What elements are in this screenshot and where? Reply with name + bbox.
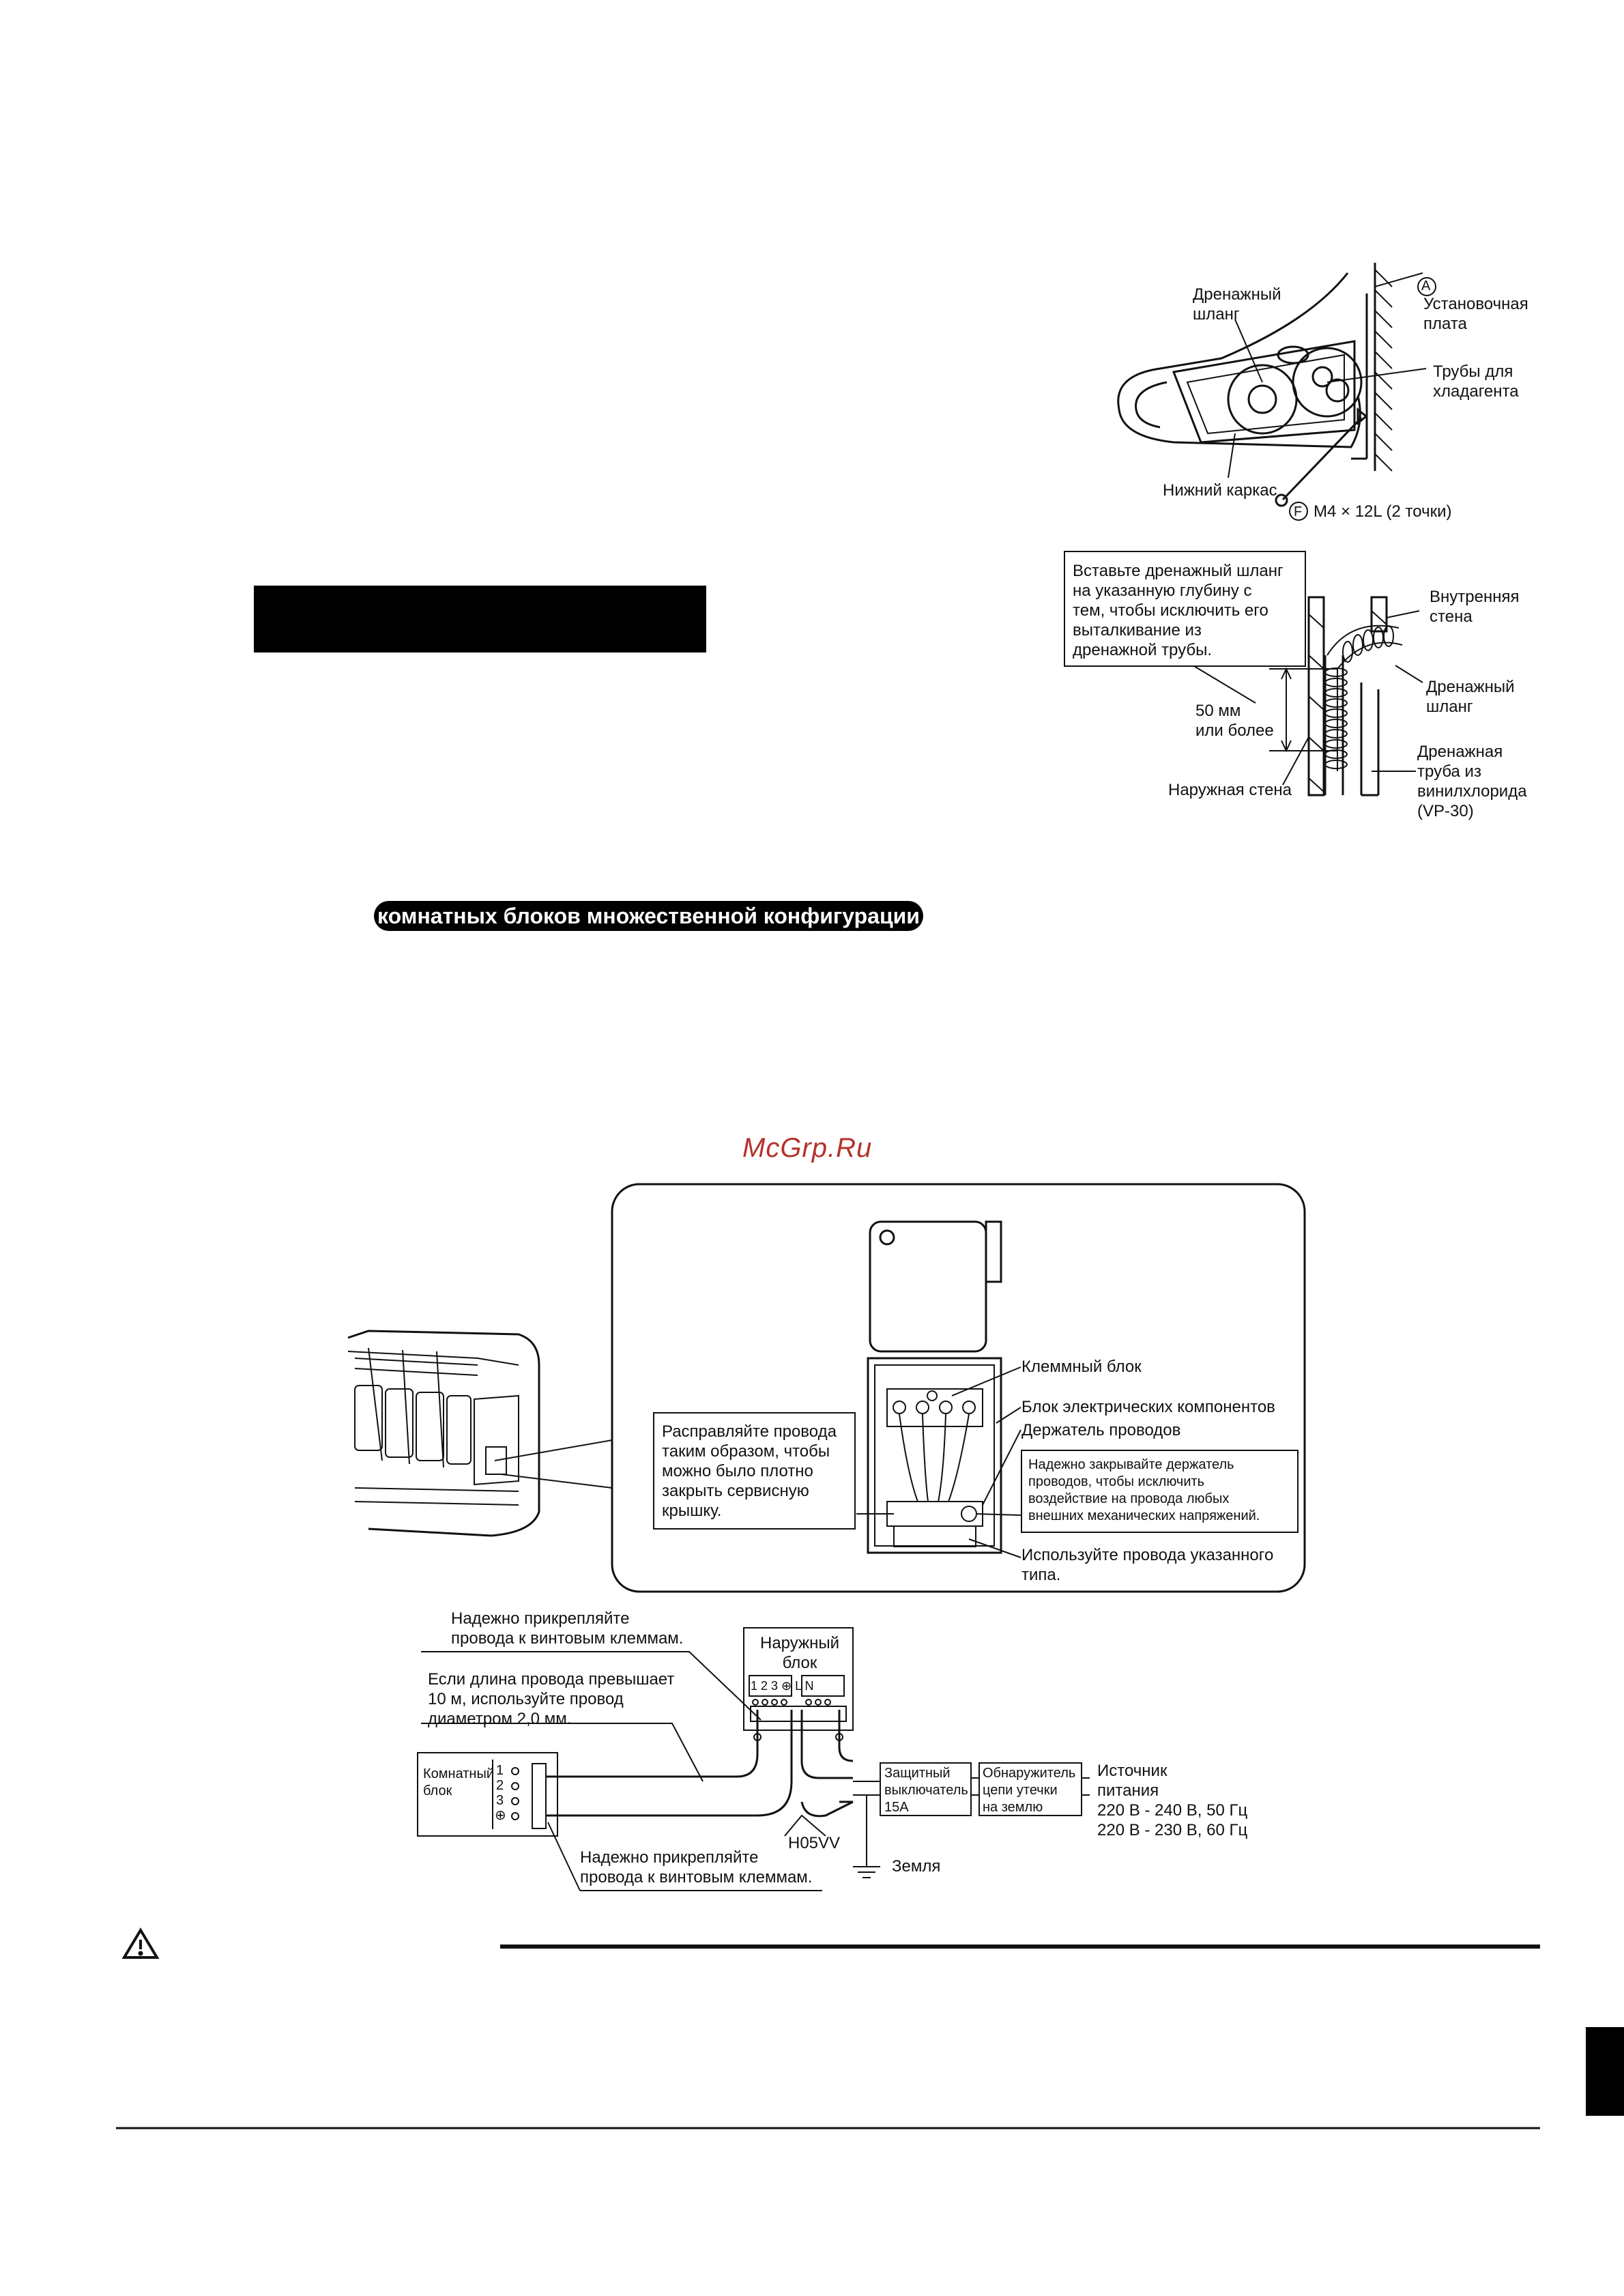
indoor-unit-label: Комнатный блок [423,1766,495,1798]
heading-bar [254,586,706,652]
indoor-terminal-ground: ⊕ [495,1808,506,1823]
label-circle-a: A [1421,278,1431,293]
fasten-bottom-note: Надежно прикрепляйте провода к винтовым … [580,1848,813,1886]
label-mount-plate: Установочная плата [1423,295,1528,333]
label-wire-type: Используйте провода указанного типа. [1021,1546,1274,1584]
cable-label: H05VV [788,1834,841,1852]
ground-label: Земля [892,1857,941,1876]
label-depth: 50 мм или более [1195,702,1274,740]
leak-detector-label: Обнаружитель цепи утечки на землю [983,1766,1076,1815]
watermark: McGrp.Ru [742,1133,873,1163]
label-electrical-box: Блок электрических компонентов [1021,1398,1275,1416]
label-wire-holder: Держатель проводов [1021,1421,1181,1439]
label-outer-wall: Наружная стена [1168,781,1292,799]
drain-note: Вставьте дренажный шланг на указанную гл… [1073,562,1284,659]
straighten-note: Расправляйте провода таким образом, чтоб… [662,1422,837,1520]
indoor-terminal-2: 2 [496,1778,504,1793]
terminal-figure [347,1183,1306,1593]
warning-triangle [121,1927,160,1959]
label-drain-hose-top: Дренажный шланг [1193,285,1281,324]
label-inner-wall: Внутренняя стена [1430,588,1520,626]
indoor-terminal-1: 1 [496,1763,504,1778]
power-source-label: Источник питания 220 В - 240 В, 50 Гц 22… [1097,1762,1248,1839]
label-pvc-pipe: Дренажная труба из винилхлорида (VP-30) [1417,743,1527,820]
outdoor-unit-label: Наружный блок [760,1634,839,1672]
outdoor-terminals: 1 2 3 ⊕ L N [751,1679,814,1693]
holder-note: Надежно закрывайте держатель проводов, ч… [1028,1457,1260,1523]
drain-figure [1064,551,1423,797]
length-note: Если длина провода превышает 10 м, испол… [428,1670,675,1728]
label-drain-hose-drain: Дренажный шланг [1426,678,1515,716]
breaker-label: Защитный выключатель 15A [884,1766,968,1815]
label-screw: M4 × 12L (2 точки) [1314,502,1452,521]
wiring-figure [417,1627,1090,1891]
section-header: комнатных блоков множественной конфигура… [374,901,923,931]
label-lower-frame: Нижний каркас [1163,481,1277,500]
label-refrigerant-pipes: Трубы для хладагента [1433,362,1519,401]
language-tab [1586,2027,1624,2116]
fasten-top-note: Надежно прикрепляйте провода к винтовым … [451,1609,684,1648]
indoor-terminal-3: 3 [496,1793,504,1808]
mounting-figure [1117,263,1436,521]
label-circle-f: F [1294,504,1303,519]
label-terminal-block: Клеммный блок [1021,1358,1142,1376]
